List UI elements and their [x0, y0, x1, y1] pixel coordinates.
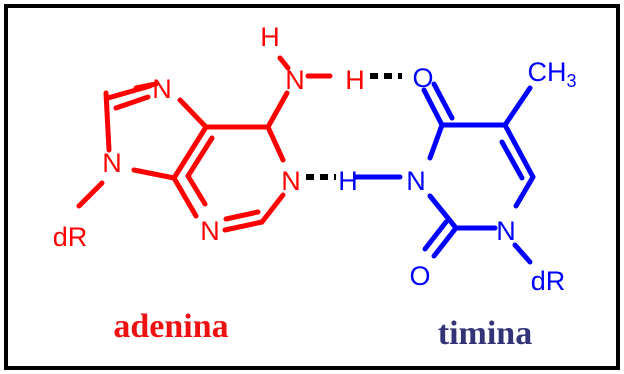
thymine-bond	[512, 242, 533, 265]
thymine-name: timina	[438, 315, 532, 352]
thymine-h-mid: H	[338, 166, 358, 196]
thymine-bond	[427, 122, 445, 161]
adenine-bond	[105, 83, 153, 101]
hydrogen-bonds	[306, 73, 402, 180]
thymine-methyl-sub: 3	[566, 71, 576, 91]
frame-border	[4, 4, 620, 370]
thymine-n-right: N	[496, 216, 516, 246]
adenine-n-bottom: N	[200, 216, 220, 246]
adenine-bond	[277, 55, 291, 71]
adenine-bond	[171, 175, 199, 219]
adenine-amino-h-top: H	[260, 22, 280, 52]
adenine-bond	[265, 124, 286, 163]
thymine-labels: O N H N O CH3 dR	[338, 57, 576, 296]
adenine-bond	[113, 94, 151, 111]
thymine-bond	[502, 122, 536, 180]
adenine-bond	[177, 97, 209, 130]
thymine-methyl: CH3	[527, 57, 576, 91]
thymine-bond	[427, 193, 459, 231]
thymine-dr: dR	[531, 266, 566, 296]
thymine-bond	[502, 85, 533, 128]
adenine-bond	[131, 167, 177, 181]
adenine-bond	[222, 219, 265, 233]
adenine-labels: N N N N H N H dR	[53, 22, 365, 252]
thymine-bond	[431, 225, 459, 259]
adenine-bond	[103, 90, 112, 153]
thymine-bond	[513, 174, 536, 209]
adenine-n-left: N	[102, 148, 122, 178]
thymine-o-top: O	[412, 63, 433, 93]
adenine-bond	[171, 124, 209, 181]
adenine-amino-n: N	[285, 65, 305, 95]
adenine-bond	[185, 135, 215, 179]
adenine-n-right: N	[281, 166, 301, 196]
thymine-n-mid: N	[406, 166, 426, 196]
adenine-n-top: N	[152, 74, 172, 104]
adenine-bond	[259, 192, 286, 225]
adenine-dr: dR	[53, 222, 88, 252]
adenine-amino-h-right: H	[345, 65, 365, 95]
adenine-bond	[185, 173, 208, 207]
thymine-structure	[353, 81, 536, 265]
thymine-bond	[431, 81, 455, 121]
thymine-bond	[499, 139, 525, 181]
thymine-bond	[421, 87, 445, 128]
adenine-bond	[76, 180, 105, 209]
thymine-o-bottom: O	[409, 261, 430, 291]
adenine-bond	[265, 90, 290, 130]
thymine-bond	[422, 219, 449, 252]
thymine-methyl-c: CH	[527, 57, 566, 87]
adenine-name: adenina	[113, 308, 228, 345]
adenine-structure	[76, 55, 333, 233]
adenine-bond	[223, 209, 261, 222]
